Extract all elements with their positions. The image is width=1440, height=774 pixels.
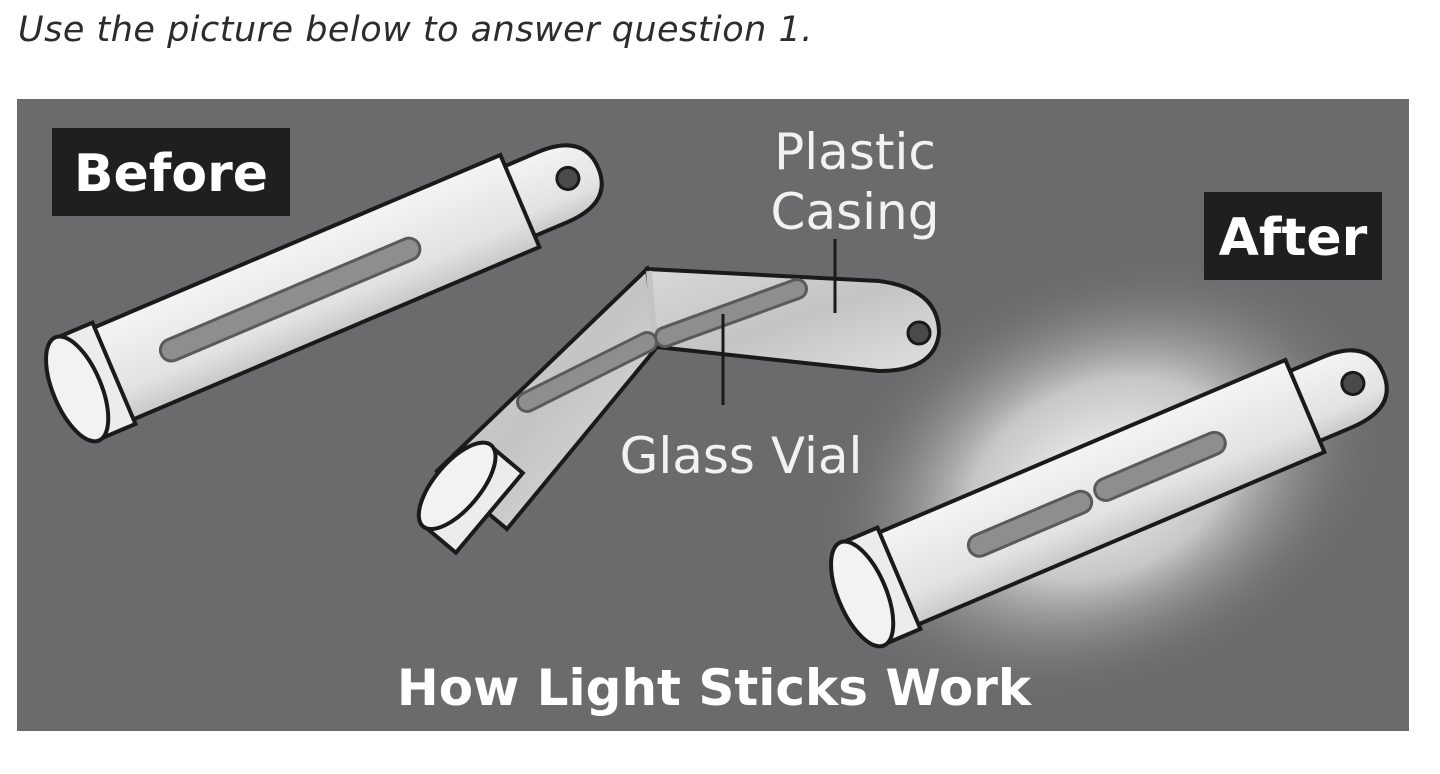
light-sticks-diagram: Before After Plastic Casing Glass Vial H… — [17, 99, 1409, 731]
bent-light-stick — [416, 264, 942, 556]
after-light-stick — [829, 348, 1389, 649]
plastic-casing-label-line1: Plastic — [774, 123, 936, 181]
after-label: After — [1219, 208, 1368, 268]
diagram-title: How Light Sticks Work — [397, 659, 1033, 717]
before-label: Before — [74, 144, 268, 204]
before-light-stick — [44, 143, 604, 444]
plastic-casing-label-line2: Casing — [771, 183, 940, 241]
question-prompt: Use the picture below to answer question… — [18, 10, 813, 50]
after-label-box — [1204, 192, 1382, 280]
diagram-canvas: Before After Plastic Casing Glass Vial H… — [17, 99, 1409, 731]
glass-vial-label: Glass Vial — [620, 427, 863, 485]
before-label-box — [52, 128, 290, 216]
